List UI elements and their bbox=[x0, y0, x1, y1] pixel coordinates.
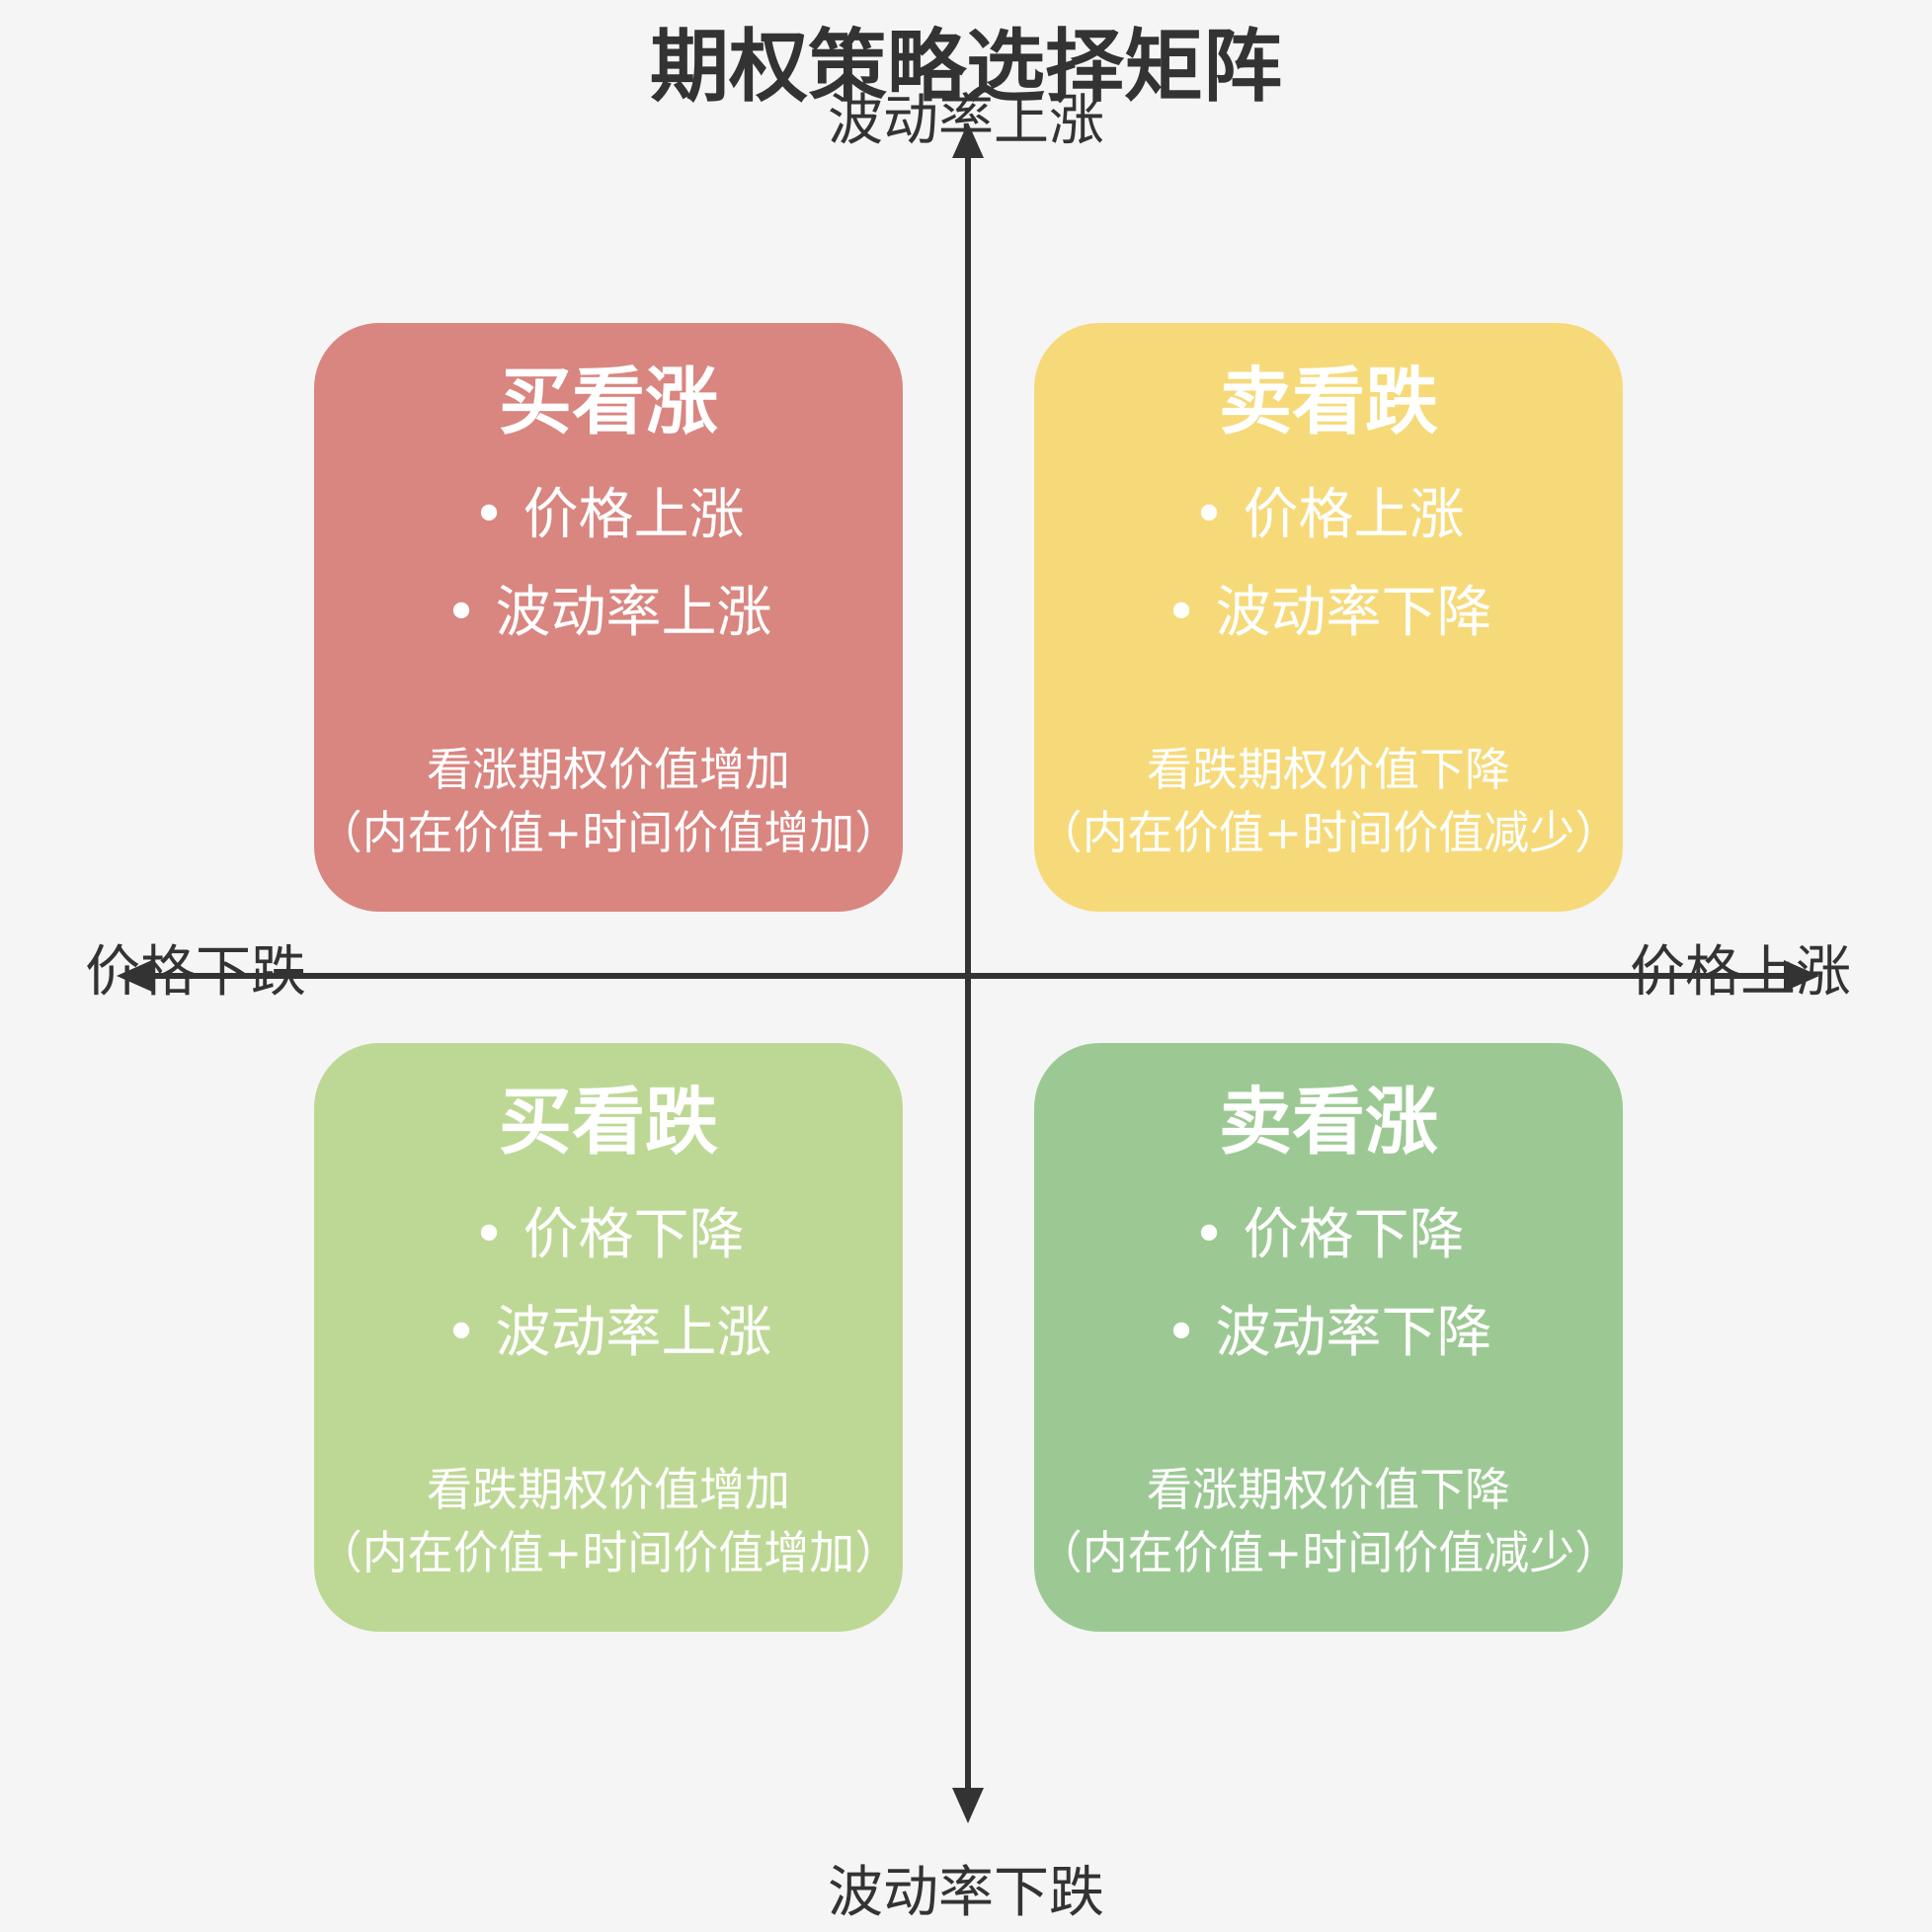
axis-label-volatility-down: 波动率下跌 bbox=[828, 1861, 1104, 1925]
bullet-icon: • bbox=[444, 581, 478, 645]
arrow-right-icon bbox=[1784, 960, 1819, 992]
bullet-icon: • bbox=[1192, 1203, 1226, 1267]
condition-item: • 价格下降 bbox=[314, 1201, 903, 1270]
bullet-icon: • bbox=[1192, 483, 1226, 547]
condition-text: 波动率下降 bbox=[1215, 1301, 1492, 1365]
result-detail: （内在价值+时间价值增加） bbox=[316, 1526, 901, 1579]
condition-item: • 价格上涨 bbox=[314, 481, 903, 550]
condition-item: • 波动率下降 bbox=[1034, 579, 1623, 648]
condition-item: • 波动率上涨 bbox=[314, 579, 903, 648]
result-detail: （内在价值+时间价值减少） bbox=[1036, 806, 1621, 859]
condition-text: 波动率下降 bbox=[1215, 581, 1492, 645]
arrow-up-icon bbox=[952, 122, 984, 158]
bullet-icon: • bbox=[1165, 581, 1198, 645]
condition-text: 价格上涨 bbox=[1243, 483, 1465, 547]
condition-item: • 价格上涨 bbox=[1034, 481, 1623, 550]
arrow-left-icon bbox=[117, 960, 152, 992]
result-text: 看跌期权价值增加 bbox=[427, 1463, 790, 1516]
bullet-icon: • bbox=[444, 1301, 478, 1365]
bullet-icon: • bbox=[1165, 1301, 1198, 1365]
condition-item: • 波动率上涨 bbox=[314, 1299, 903, 1368]
quadrant-title: 买看涨 bbox=[499, 360, 718, 444]
bullet-icon: • bbox=[472, 483, 506, 547]
result-text: 看涨期权价值增加 bbox=[427, 743, 790, 796]
quadrant-buy-put: 买看跌 • 价格下降 • 波动率上涨 看跌期权价值增加 （内在价值+时间价值增加） bbox=[314, 1043, 903, 1632]
page-title: 期权策略选择矩阵 bbox=[650, 21, 1282, 113]
arrow-down-icon bbox=[952, 1788, 984, 1823]
result-detail: （内在价值+时间价值增加） bbox=[316, 806, 901, 859]
quadrant-title: 卖看涨 bbox=[1219, 1080, 1438, 1165]
quadrant-sell-call: 卖看涨 • 价格下降 • 波动率下降 看涨期权价值下降 （内在价值+时间价值减少） bbox=[1034, 1043, 1623, 1632]
condition-text: 波动率上涨 bbox=[495, 581, 772, 645]
condition-text: 价格下降 bbox=[1243, 1203, 1465, 1267]
axis-label-volatility-up: 波动率上涨 bbox=[828, 89, 1104, 153]
result-detail: （内在价值+时间价值减少） bbox=[1036, 1526, 1621, 1579]
axis-label-price-up: 价格上涨 bbox=[1630, 940, 1851, 1005]
condition-item: • 价格下降 bbox=[1034, 1201, 1623, 1270]
result-text: 看跌期权价值下降 bbox=[1147, 743, 1510, 796]
condition-text: 波动率上涨 bbox=[495, 1301, 772, 1365]
condition-text: 价格上涨 bbox=[523, 483, 745, 547]
quadrant-title: 卖看跌 bbox=[1219, 360, 1438, 444]
result-text: 看涨期权价值下降 bbox=[1147, 1463, 1510, 1516]
quadrant-buy-call: 买看涨 • 价格上涨 • 波动率上涨 看涨期权价值增加 （内在价值+时间价值增加） bbox=[314, 323, 903, 912]
axis-label-price-down: 价格下跌 bbox=[85, 940, 306, 1005]
bullet-icon: • bbox=[472, 1203, 506, 1267]
quadrant-title: 买看跌 bbox=[499, 1080, 718, 1165]
condition-text: 价格下降 bbox=[523, 1203, 745, 1267]
condition-item: • 波动率下降 bbox=[1034, 1299, 1623, 1368]
quadrant-sell-put: 卖看跌 • 价格上涨 • 波动率下降 看跌期权价值下降 （内在价值+时间价值减少） bbox=[1034, 323, 1623, 912]
